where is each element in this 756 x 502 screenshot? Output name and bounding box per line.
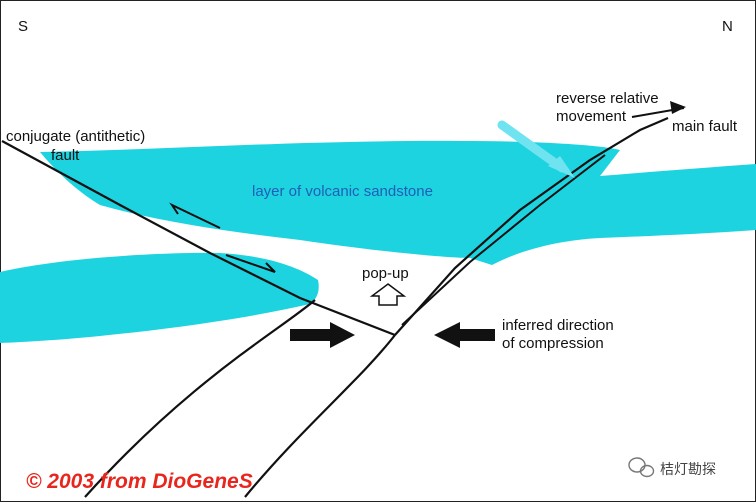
copyright-text: © 2003 from DioGeneS: [26, 470, 253, 493]
main-fault-label: main fault: [672, 118, 738, 135]
conjugate-slip-arrow-upper: [169, 202, 221, 229]
highlight-arrow-shaft: [497, 120, 567, 173]
compression-label-line2: of compression: [502, 335, 604, 352]
lower-sandstone-layer: [0, 252, 319, 343]
conjugate-fault-line: [1, 140, 396, 337]
lower-fault-splay-right: [244, 334, 396, 498]
upper-sandstone-layer: [40, 140, 756, 265]
north-label: N: [722, 18, 733, 35]
compression-arrow-right: [434, 322, 495, 348]
reverse-movement-label-line1: reverse relative: [556, 90, 659, 107]
layer-label: layer of volcanic sandstone: [252, 183, 433, 200]
pop-up-label: pop-up: [362, 265, 409, 282]
main-fault-line: [394, 116, 669, 336]
compression-arrow-left: [290, 322, 355, 348]
highlight-arrow-head: [548, 156, 575, 178]
conjugate-fault-label-line2: fault: [51, 147, 80, 164]
reverse-movement-arrowhead: [670, 101, 686, 114]
main-fault-splay: [401, 154, 606, 326]
reverse-movement-label-line2: movement: [556, 108, 627, 125]
lower-fault-splay-left: [84, 299, 316, 498]
watermark-text: 桔灯勘探: [660, 461, 716, 477]
compression-label-line1: inferred direction: [502, 317, 614, 334]
south-label: S: [18, 18, 28, 35]
conjugate-fault-label-line1: conjugate (antithetic): [6, 128, 145, 145]
pop-up-arrow: [369, 283, 407, 306]
conjugate-slip-arrow-lower: [225, 254, 276, 273]
wechat-icon: [628, 457, 655, 478]
